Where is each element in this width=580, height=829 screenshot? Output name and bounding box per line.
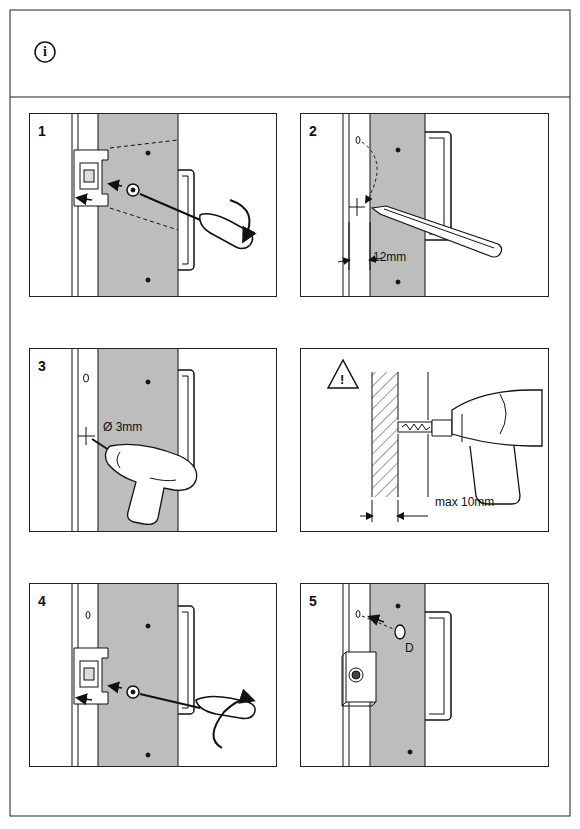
dimension-label: D [405,642,414,654]
step-number: 2 [309,124,317,138]
panel-4-art [72,584,255,766]
header-rule [10,97,570,98]
info-icon [35,42,55,62]
panel-3-art [72,349,197,531]
warning-mark: ! [340,373,344,386]
info-icon-letter: i [43,45,47,59]
panel-1-art [72,114,253,296]
step-number: 5 [309,594,317,608]
dimension-label: max 10mm [435,496,494,508]
warning-panel-art [328,360,542,522]
dimension-label: Ø 3mm [103,421,142,433]
panel-5-art [342,584,451,766]
step-panel: ! max 10mm [300,348,549,532]
panel-2-art [338,114,502,296]
step-number: 1 [38,124,46,138]
step-number: 3 [38,359,46,373]
step-number: 4 [38,594,46,608]
dimension-label: 12mm [373,251,406,263]
step-panel: 1 [29,113,277,297]
step-panel: 4 [29,583,277,767]
step-panel: 5D [300,583,549,767]
page-frame [10,10,570,816]
step-panel: 3 Ø 3mm [29,348,277,532]
step-panel: 2 12mm [300,113,549,297]
